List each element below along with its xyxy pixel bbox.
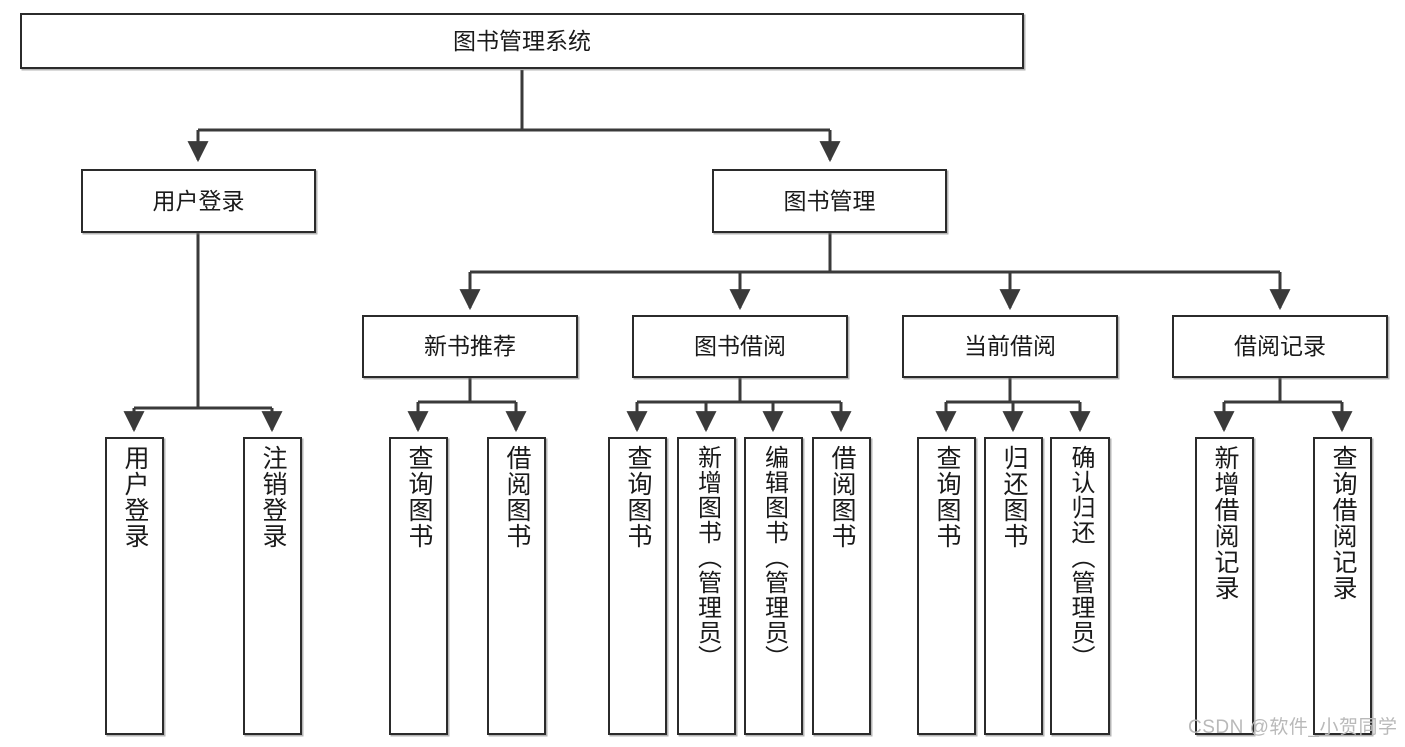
csdn-watermark: CSDN @软件_小贺同学 xyxy=(1188,717,1398,738)
node-user-login[interactable]: 用户登录 xyxy=(81,169,316,233)
node-leaf-book-borrow-4[interactable]: 借阅图书 xyxy=(812,437,871,735)
node-user-login-label: 用户登录 xyxy=(152,187,245,214)
node-leaf-current-borrow-3-label: 确认归还（管理员） xyxy=(1067,445,1094,670)
node-leaf-book-borrow-2[interactable]: 新增图书（管理员） xyxy=(677,437,736,735)
node-leaf-current-borrow-3[interactable]: 确认归还（管理员） xyxy=(1050,437,1110,735)
node-leaf-current-borrow-2-label: 归还图书 xyxy=(1000,445,1028,549)
node-leaf-borrow-record-1[interactable]: 新增借阅记录 xyxy=(1195,437,1254,735)
node-book-manage-label: 图书管理 xyxy=(783,187,876,214)
node-leaf-book-borrow-1[interactable]: 查询图书 xyxy=(608,437,667,735)
node-book-manage[interactable]: 图书管理 xyxy=(712,169,947,233)
node-leaf-current-borrow-1[interactable]: 查询图书 xyxy=(917,437,976,735)
node-leaf-new-book-rec-2[interactable]: 借阅图书 xyxy=(487,437,546,735)
node-leaf-book-borrow-3[interactable]: 编辑图书（管理员） xyxy=(744,437,803,735)
node-leaf-new-book-rec-1-label: 查询图书 xyxy=(405,445,433,549)
node-current-borrow-label: 当前借阅 xyxy=(964,333,1056,360)
node-borrow-record-label: 借阅记录 xyxy=(1234,333,1326,360)
node-new-book-rec-label: 新书推荐 xyxy=(424,333,516,360)
node-leaf-current-borrow-1-label: 查询图书 xyxy=(933,445,961,549)
node-leaf-borrow-record-2-label: 查询借阅记录 xyxy=(1329,445,1357,601)
node-borrow-record[interactable]: 借阅记录 xyxy=(1172,315,1388,378)
node-leaf-borrow-record-2[interactable]: 查询借阅记录 xyxy=(1313,437,1372,735)
node-leaf-book-borrow-3-label: 编辑图书（管理员） xyxy=(760,445,788,670)
node-current-borrow[interactable]: 当前借阅 xyxy=(902,315,1118,378)
node-leaf-book-borrow-1-label: 查询图书 xyxy=(624,445,652,549)
node-leaf-book-borrow-4-label: 借阅图书 xyxy=(828,445,856,549)
node-leaf-borrow-record-1-label: 新增借阅记录 xyxy=(1211,445,1239,601)
node-leaf-user-login-2[interactable]: 注销登录 xyxy=(243,437,302,735)
node-leaf-new-book-rec-1[interactable]: 查询图书 xyxy=(389,437,448,735)
node-new-book-rec[interactable]: 新书推荐 xyxy=(362,315,578,378)
node-leaf-user-login-2-label: 注销登录 xyxy=(259,445,287,549)
node-book-borrow-label: 图书借阅 xyxy=(694,333,786,360)
node-leaf-book-borrow-2-label: 新增图书（管理员） xyxy=(693,445,721,670)
node-root-label: 图书管理系统 xyxy=(453,27,591,54)
node-book-borrow[interactable]: 图书借阅 xyxy=(632,315,848,378)
node-leaf-current-borrow-2[interactable]: 归还图书 xyxy=(984,437,1043,735)
node-leaf-user-login-1[interactable]: 用户登录 xyxy=(105,437,164,735)
node-leaf-user-login-1-label: 用户登录 xyxy=(121,445,149,549)
node-leaf-new-book-rec-2-label: 借阅图书 xyxy=(503,445,531,549)
node-root[interactable]: 图书管理系统 xyxy=(20,13,1024,69)
